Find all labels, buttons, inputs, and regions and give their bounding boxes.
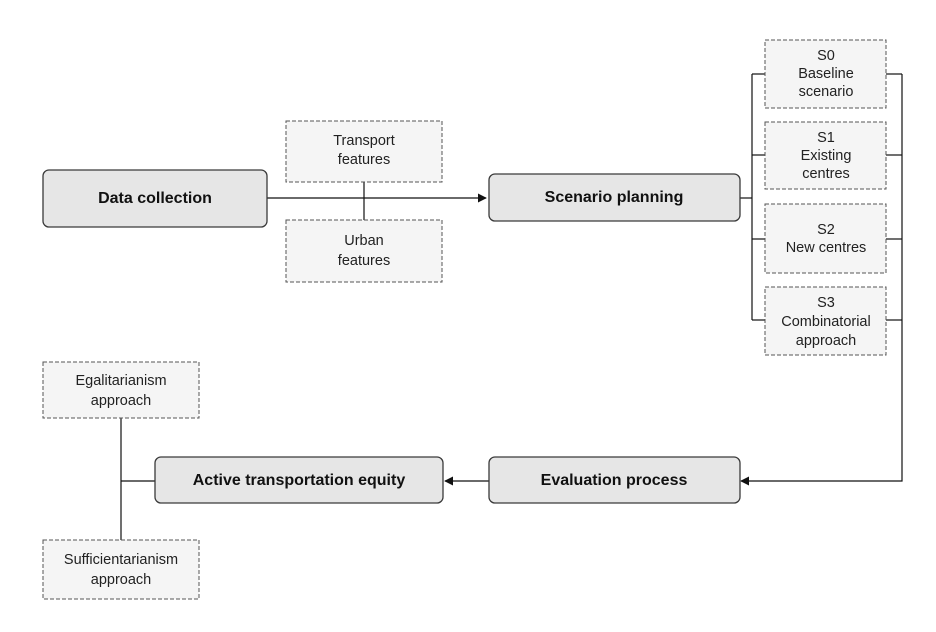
- node-egalitarianism-approach: Egalitarianism approach: [42, 361, 200, 419]
- node-line: S2: [817, 222, 835, 238]
- node-line: scenario: [799, 84, 854, 100]
- node-line: S3: [817, 295, 835, 311]
- node-line: New centres: [786, 240, 867, 256]
- node-label: Data collection: [98, 190, 212, 207]
- node-label: Evaluation process: [541, 472, 688, 489]
- node-evaluation-process: Evaluation process: [488, 456, 741, 504]
- node-line: approach: [91, 572, 151, 588]
- node-line: Transport: [333, 133, 395, 149]
- node-line: Baseline: [798, 66, 854, 82]
- node-line: Urban: [344, 233, 384, 249]
- node-line: Sufficientarianism: [64, 552, 178, 568]
- node-s1-existing-centres: S1 Existing centres: [764, 121, 887, 190]
- node-s3-combinatorial-approach: S3 Combinatorial approach: [764, 286, 887, 356]
- node-urban-features: Urban features: [285, 219, 443, 283]
- node-data-collection: Data collection: [42, 169, 268, 228]
- node-transport-features: Transport features: [285, 120, 443, 183]
- node-label: Scenario planning: [545, 189, 684, 206]
- node-line: Combinatorial: [781, 314, 870, 330]
- node-sufficientarianism-approach: Sufficientarianism approach: [42, 539, 200, 600]
- connectors: [120, 73, 903, 540]
- node-line: approach: [796, 333, 856, 349]
- node-active-transportation-equity: Active transportation equity: [154, 456, 444, 504]
- node-line: S1: [817, 130, 835, 146]
- node-line: Existing: [801, 148, 852, 164]
- node-line: S0: [817, 48, 835, 64]
- node-s2-new-centres: S2 New centres: [764, 203, 887, 274]
- node-line: centres: [802, 166, 850, 182]
- node-line: approach: [91, 393, 151, 409]
- node-label: Active transportation equity: [193, 472, 406, 489]
- node-line: features: [338, 152, 390, 168]
- node-s0-baseline-scenario: S0 Baseline scenario: [764, 39, 887, 109]
- node-line: Egalitarianism: [75, 373, 166, 389]
- node-scenario-planning: Scenario planning: [488, 173, 741, 222]
- node-line: features: [338, 253, 390, 269]
- edge-options-to-evaluation: [740, 74, 903, 486]
